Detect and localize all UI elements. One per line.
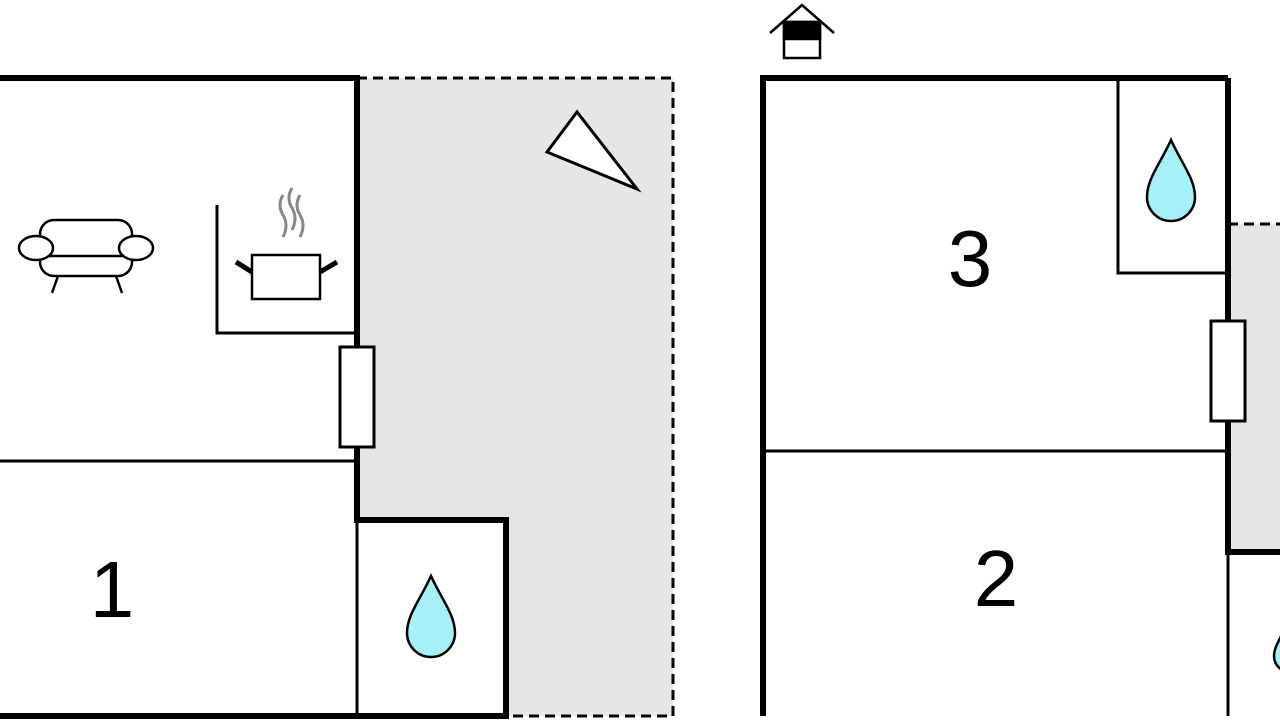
water-drop-icon xyxy=(1145,137,1197,223)
terrace-right xyxy=(1228,224,1280,552)
kitchen-counter xyxy=(215,205,357,335)
window-icon xyxy=(1209,319,1247,423)
house-entrance-icon xyxy=(769,3,835,60)
terrace-left xyxy=(357,78,673,716)
bathroom-3-walls xyxy=(1116,78,1228,275)
window-icon xyxy=(338,345,376,449)
north-arrow-icon xyxy=(544,109,642,193)
water-drop-icon xyxy=(405,573,457,659)
right-building-walls xyxy=(760,75,1280,716)
room-1-label: 1 xyxy=(90,545,135,634)
room-2-label: 2 xyxy=(974,534,1019,623)
water-drop-icon xyxy=(1272,635,1280,671)
left-building-walls xyxy=(0,75,509,719)
sofa-icon xyxy=(17,218,155,294)
cooking-pot-icon xyxy=(234,187,339,301)
room-3-label: 3 xyxy=(948,214,993,303)
